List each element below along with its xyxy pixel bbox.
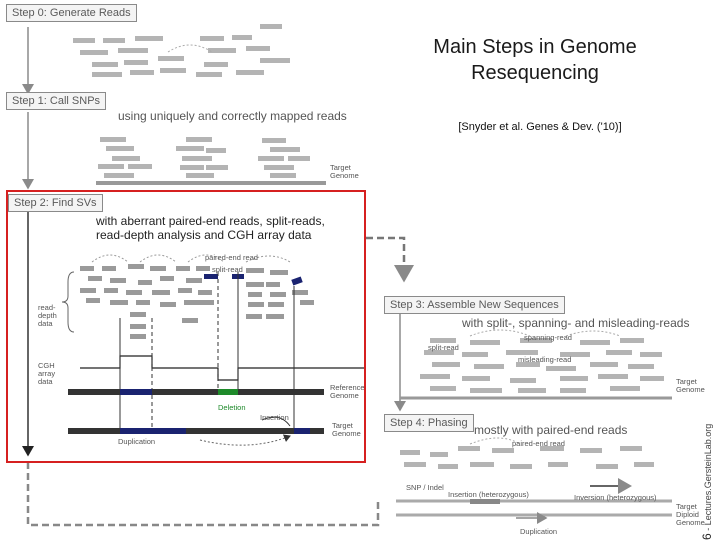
split-read-extra [291,276,303,286]
read-depth-brace [61,271,75,333]
reference-genome-bar [68,389,324,395]
step3-arc-1 [469,329,531,337]
s3-misleading-read-label: misleading-read [518,355,572,364]
title-line-1: Main Steps in Genome [433,36,637,58]
step3-description: with split-, spanning- and misleading-re… [462,316,690,330]
slide-title: Main Steps in Genome Resequencing [380,34,690,86]
insertion-label: Insertion [260,413,289,422]
deletion-label: Deletion [218,403,246,412]
paired-end-read-label: paired-end read [205,253,258,262]
s4-insertion-label: Insertion (heterozygous) [448,490,529,499]
step4-reads [400,446,654,469]
step2-label: Step 2: Find SVs [8,194,103,212]
s4-inversion-label: Inversion (heterozygous) [574,493,657,502]
duplication-label: Duplication [118,437,156,446]
split-read-left [204,274,218,279]
target-insertion-segment [294,428,310,434]
s4-paired-end-read-label: paired-end read [512,439,565,448]
target-genome-bar [68,428,324,434]
s4-target-diploid-label: Target Diploid Genome [676,502,705,527]
dashed-connector-bottom [26,462,380,527]
step0-reads [73,24,290,77]
reference-dup-segment [120,389,152,395]
step3-arc-2 [565,330,621,337]
step2-reads [80,264,314,339]
step1-description: using uniquely and correctly mapped read… [118,109,347,123]
read-depth-label: read-depth data [38,303,57,328]
step2-description-line-2: read-depth analysis and CGH array data [96,228,312,242]
step2-highlight-frame [6,190,366,463]
title-line-2: Resequencing [471,62,599,84]
s3-spanning-read-label: spanning-read [524,333,572,342]
step1-reads [98,137,310,178]
step3-label: Step 3: Assemble New Sequences [384,296,565,314]
target-dup-segment-2 [152,428,186,434]
step1-target-genome-label: Target Genome [330,163,359,180]
step3-reads [420,338,664,393]
step4-description: mostly with paired-end reads [474,423,628,437]
target-dup-segment-1 [120,428,152,434]
s3-target-genome-label: Target Genome [676,377,705,394]
insertion-arrow [261,416,291,427]
s4-duplication-label: Duplication [520,527,558,536]
step2-description-line-1: with aberrant paired-end reads, split-re… [96,214,325,228]
split-read-label: split-read [212,265,243,274]
target-pair-arc [199,434,291,446]
step4-label: Step 4: Phasing [384,414,474,432]
s4-snp-indel-label: SNP / Indel [406,483,444,492]
s3-split-read-label: split-read [428,343,459,352]
step4-arc [469,437,521,445]
dashed-connector-2-3 [366,236,414,283]
step0-pair-arc [167,44,213,53]
step1-target-genome [96,181,326,185]
citation: [Snyder et al. Genes & Dev. ('10)] [458,121,622,133]
step1-label: Step 1: Call SNPs [6,92,107,110]
step2-pair-arcs [91,254,291,263]
cgh-array-label: CGH array data [38,361,56,386]
target-genome-label: Target Genome [332,421,361,438]
reference-deletion-segment [218,389,238,395]
reference-genome-label: Reference Genome [330,383,365,400]
step0-label: Step 0: Generate Reads [6,4,137,22]
step4-insertion-block [470,499,500,504]
